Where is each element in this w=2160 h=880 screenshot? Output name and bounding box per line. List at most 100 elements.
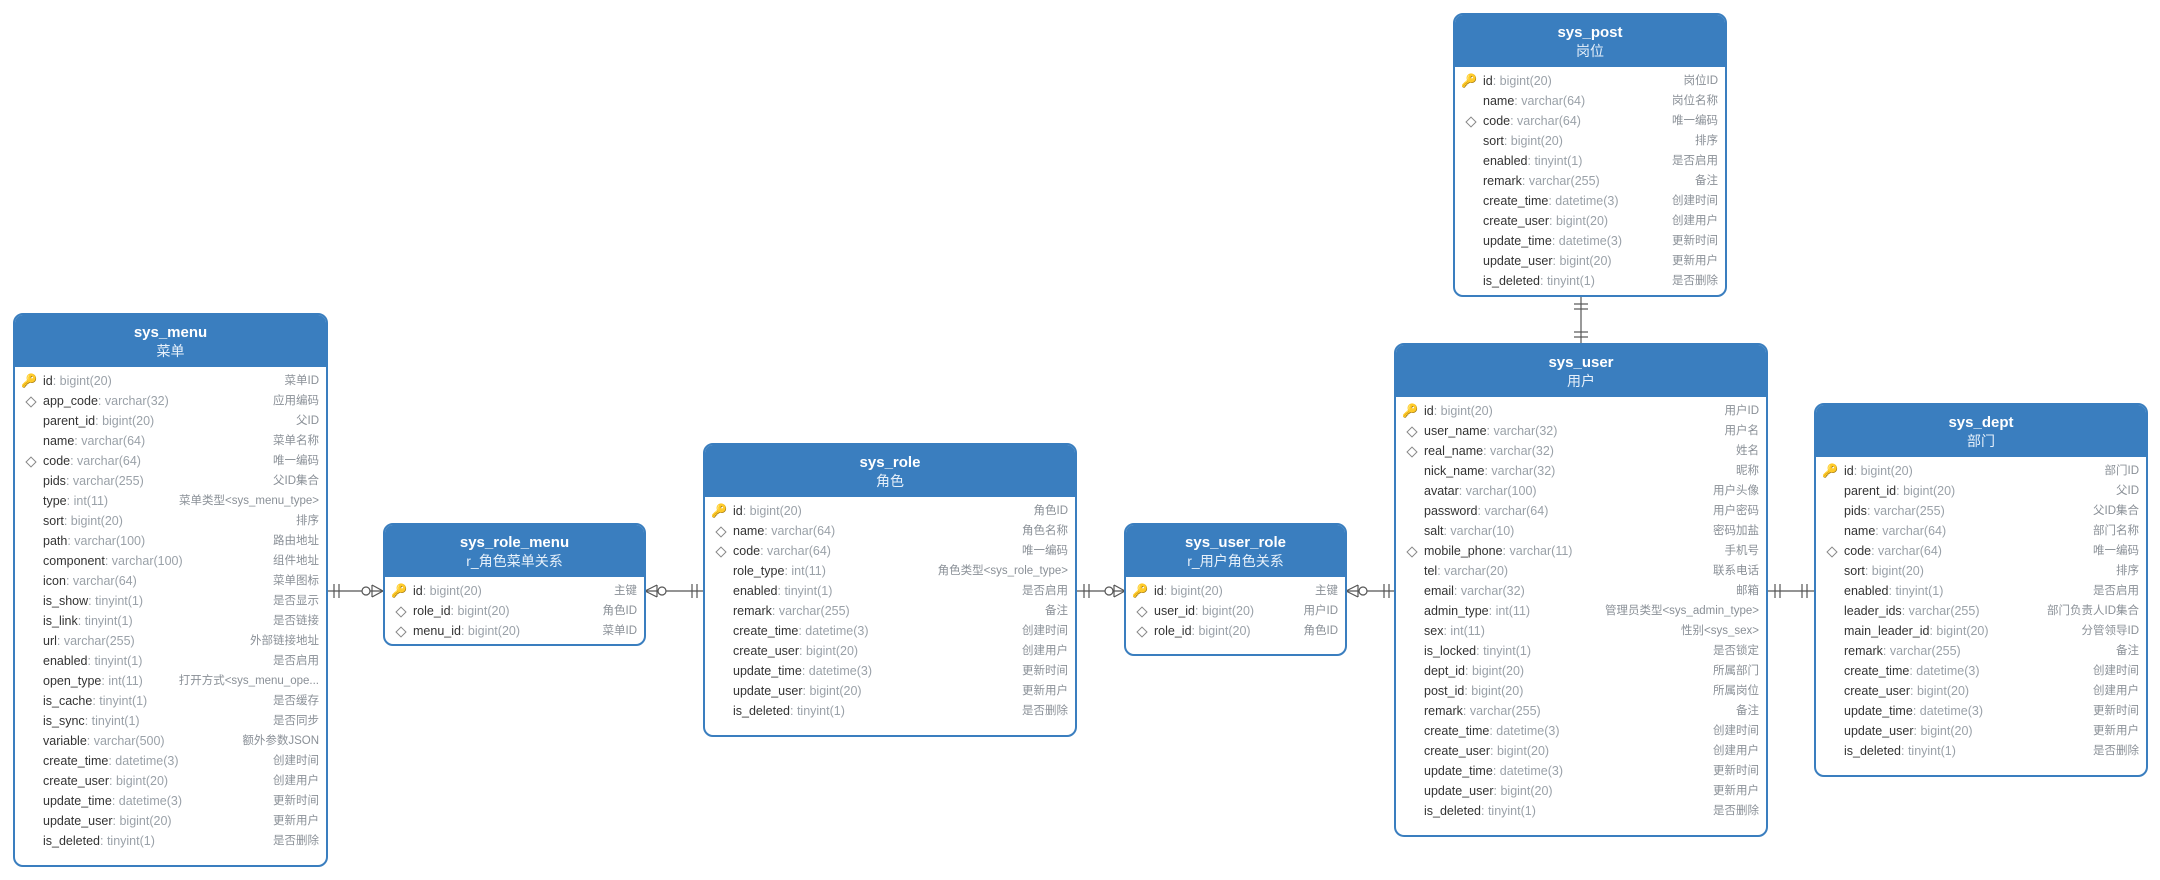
column-row[interactable]: update_user: bigint(20)更新用户 (1396, 781, 1766, 801)
column-row[interactable]: user_id: bigint(20)用户ID (1126, 601, 1345, 621)
column-row[interactable]: code: varchar(64)唯一编码 (15, 451, 326, 471)
column-row[interactable]: enabled: tinyint(1)是否启用 (705, 581, 1075, 601)
column-row[interactable]: remark: varchar(255)备注 (1816, 641, 2146, 661)
column-row[interactable]: mobile_phone: varchar(11)手机号 (1396, 541, 1766, 561)
column-row[interactable]: remark: varchar(255)备注 (705, 601, 1075, 621)
column-row[interactable]: role_id: bigint(20)角色ID (1126, 621, 1345, 641)
column-row[interactable]: create_time: datetime(3)创建时间 (1455, 191, 1725, 211)
column-row[interactable]: avatar: varchar(100)用户头像 (1396, 481, 1766, 501)
column-row[interactable]: update_time: datetime(3)更新时间 (1396, 761, 1766, 781)
column-row[interactable]: main_leader_id: bigint(20)分管领导ID (1816, 621, 2146, 641)
column-row[interactable]: password: varchar(64)用户密码 (1396, 501, 1766, 521)
column-row[interactable]: id: bigint(20)主键 (385, 581, 644, 601)
column-row[interactable]: user_name: varchar(32)用户名 (1396, 421, 1766, 441)
column-row[interactable]: type: int(11)菜单类型<sys_menu_type> (15, 491, 326, 511)
column-row[interactable]: create_time: datetime(3)创建时间 (15, 751, 326, 771)
column-row[interactable]: icon: varchar(64)菜单图标 (15, 571, 326, 591)
column-row[interactable]: is_deleted: tinyint(1)是否删除 (705, 701, 1075, 721)
column-row[interactable]: pids: varchar(255)父ID集合 (15, 471, 326, 491)
column-row[interactable]: leader_ids: varchar(255)部门负责人ID集合 (1816, 601, 2146, 621)
column-row[interactable]: create_user: bigint(20)创建用户 (15, 771, 326, 791)
column-row[interactable]: update_user: bigint(20)更新用户 (1816, 721, 2146, 741)
column-row[interactable]: enabled: tinyint(1)是否启用 (1455, 151, 1725, 171)
column-row[interactable]: create_user: bigint(20)创建用户 (1455, 211, 1725, 231)
column-row[interactable]: name: varchar(64)部门名称 (1816, 521, 2146, 541)
column-row[interactable]: id: bigint(20)角色ID (705, 501, 1075, 521)
column-row[interactable]: is_deleted: tinyint(1)是否删除 (1816, 741, 2146, 761)
column-row[interactable]: sort: bigint(20)排序 (1816, 561, 2146, 581)
column-row[interactable]: is_show: tinyint(1)是否显示 (15, 591, 326, 611)
column-row[interactable]: create_time: datetime(3)创建时间 (705, 621, 1075, 641)
column-row[interactable]: tel: varchar(20)联系电话 (1396, 561, 1766, 581)
column-row[interactable]: enabled: tinyint(1)是否启用 (1816, 581, 2146, 601)
column-row[interactable]: parent_id: bigint(20)父ID (1816, 481, 2146, 501)
column-row[interactable]: variable: varchar(500)额外参数JSON (15, 731, 326, 751)
column-row[interactable]: create_user: bigint(20)创建用户 (1396, 741, 1766, 761)
column-row[interactable]: pids: varchar(255)父ID集合 (1816, 501, 2146, 521)
column-row[interactable]: enabled: tinyint(1)是否启用 (15, 651, 326, 671)
column-row[interactable]: remark: varchar(255)备注 (1455, 171, 1725, 191)
column-row[interactable]: update_time: datetime(3)更新时间 (1455, 231, 1725, 251)
column-row[interactable]: url: varchar(255)外部链接地址 (15, 631, 326, 651)
column-row[interactable]: is_sync: tinyint(1)是否同步 (15, 711, 326, 731)
column-row[interactable]: sex: int(11)性别<sys_sex> (1396, 621, 1766, 641)
column-row[interactable]: code: varchar(64)唯一编码 (1816, 541, 2146, 561)
column-row[interactable]: create_time: datetime(3)创建时间 (1816, 661, 2146, 681)
column-row[interactable]: update_time: datetime(3)更新时间 (705, 661, 1075, 681)
column-row[interactable]: update_user: bigint(20)更新用户 (705, 681, 1075, 701)
column-row[interactable]: id: bigint(20)部门ID (1816, 461, 2146, 481)
column-row[interactable]: id: bigint(20)岗位ID (1455, 71, 1725, 91)
column-row[interactable]: create_user: bigint(20)创建用户 (705, 641, 1075, 661)
column-row[interactable]: is_link: tinyint(1)是否链接 (15, 611, 326, 631)
column-row[interactable]: update_time: datetime(3)更新时间 (1816, 701, 2146, 721)
column-row[interactable]: open_type: int(11)打开方式<sys_menu_ope... (15, 671, 326, 691)
column-row[interactable]: name: varchar(64)角色名称 (705, 521, 1075, 541)
column-row[interactable]: code: varchar(64)唯一编码 (1455, 111, 1725, 131)
column-row[interactable]: id: bigint(20)菜单ID (15, 371, 326, 391)
column-row[interactable]: nick_name: varchar(32)昵称 (1396, 461, 1766, 481)
column-row[interactable]: is_deleted: tinyint(1)是否删除 (1455, 271, 1725, 291)
column-row[interactable]: email: varchar(32)邮箱 (1396, 581, 1766, 601)
column-row[interactable]: name: varchar(64)菜单名称 (15, 431, 326, 451)
column-row[interactable]: role_type: int(11)角色类型<sys_role_type> (705, 561, 1075, 581)
column-row[interactable]: id: bigint(20)用户ID (1396, 401, 1766, 421)
column-row[interactable]: dept_id: bigint(20)所属部门 (1396, 661, 1766, 681)
column-row[interactable]: role_id: bigint(20)角色ID (385, 601, 644, 621)
column-row[interactable]: update_user: bigint(20)更新用户 (1455, 251, 1725, 271)
column-row[interactable]: code: varchar(64)唯一编码 (705, 541, 1075, 561)
column-row[interactable]: admin_type: int(11)管理员类型<sys_admin_type> (1396, 601, 1766, 621)
column-row[interactable]: real_name: varchar(32)姓名 (1396, 441, 1766, 461)
column-row[interactable]: app_code: varchar(32)应用编码 (15, 391, 326, 411)
column-row[interactable]: sort: bigint(20)排序 (1455, 131, 1725, 151)
column-row[interactable]: sort: bigint(20)排序 (15, 511, 326, 531)
column-row[interactable]: id: bigint(20)主键 (1126, 581, 1345, 601)
column-row[interactable]: update_user: bigint(20)更新用户 (15, 811, 326, 831)
column-row[interactable]: is_deleted: tinyint(1)是否删除 (15, 831, 326, 851)
column-row[interactable]: post_id: bigint(20)所属岗位 (1396, 681, 1766, 701)
column-row[interactable]: menu_id: bigint(20)菜单ID (385, 621, 644, 641)
column-row[interactable]: remark: varchar(255)备注 (1396, 701, 1766, 721)
column-row[interactable]: update_time: datetime(3)更新时间 (15, 791, 326, 811)
column-row[interactable]: component: varchar(100)组件地址 (15, 551, 326, 571)
column-row[interactable]: parent_id: bigint(20)父ID (15, 411, 326, 431)
column-row[interactable]: name: varchar(64)岗位名称 (1455, 91, 1725, 111)
column-row[interactable]: create_user: bigint(20)创建用户 (1816, 681, 2146, 701)
column-row[interactable]: is_locked: tinyint(1)是否锁定 (1396, 641, 1766, 661)
column-row[interactable]: is_cache: tinyint(1)是否缓存 (15, 691, 326, 711)
column-row[interactable]: salt: varchar(10)密码加盐 (1396, 521, 1766, 541)
column-row[interactable]: create_time: datetime(3)创建时间 (1396, 721, 1766, 741)
